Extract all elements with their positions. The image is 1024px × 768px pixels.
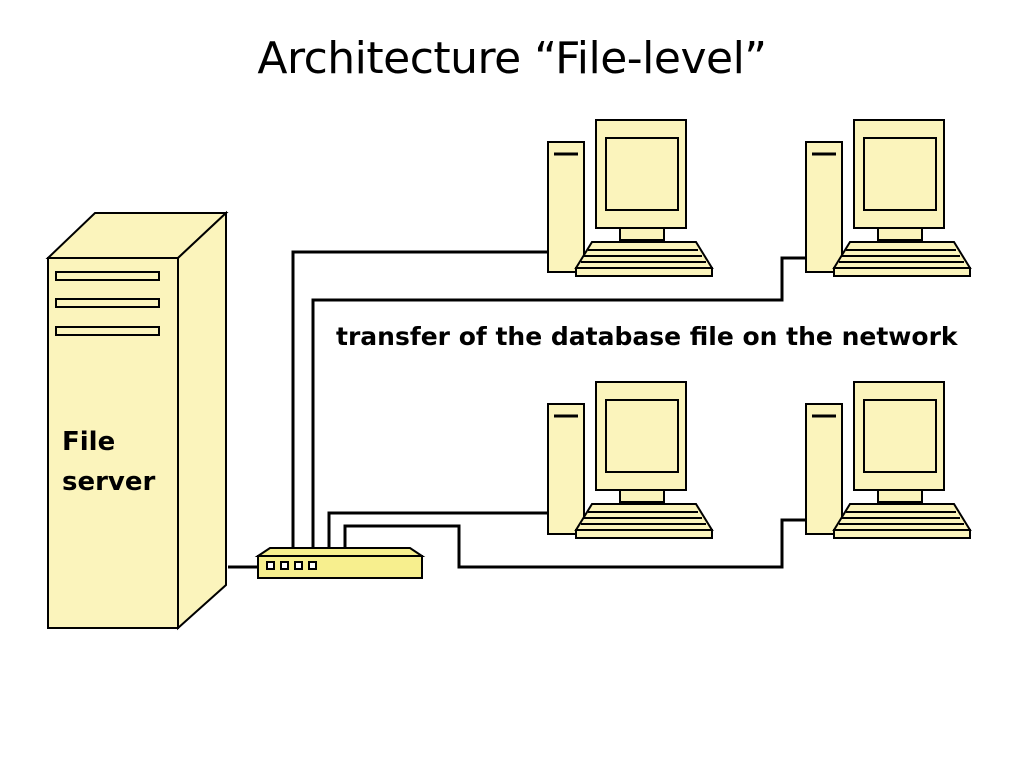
- cable-top-left: [291, 250, 548, 548]
- network-cables: [228, 250, 806, 569]
- file-server-label-line2: server: [62, 467, 156, 497]
- workstation-top-right-icon: [804, 118, 972, 278]
- network-switch-icon: [254, 547, 426, 579]
- cable-bottom-right: [343, 518, 806, 569]
- workstation-bottom-right-icon: [804, 380, 972, 540]
- workstation-bottom-left-icon: [546, 380, 714, 540]
- file-server-label-line1: File: [62, 427, 116, 457]
- slide-title: Architecture “File-level”: [257, 33, 767, 84]
- cable-top-right: [311, 256, 806, 548]
- file-server-label: File server: [62, 422, 172, 502]
- file-server-tower-icon: [45, 210, 229, 631]
- cable-bottom-left: [327, 511, 548, 548]
- workstation-top-left-icon: [546, 118, 714, 278]
- transfer-label: transfer of the database file on the net…: [336, 322, 958, 351]
